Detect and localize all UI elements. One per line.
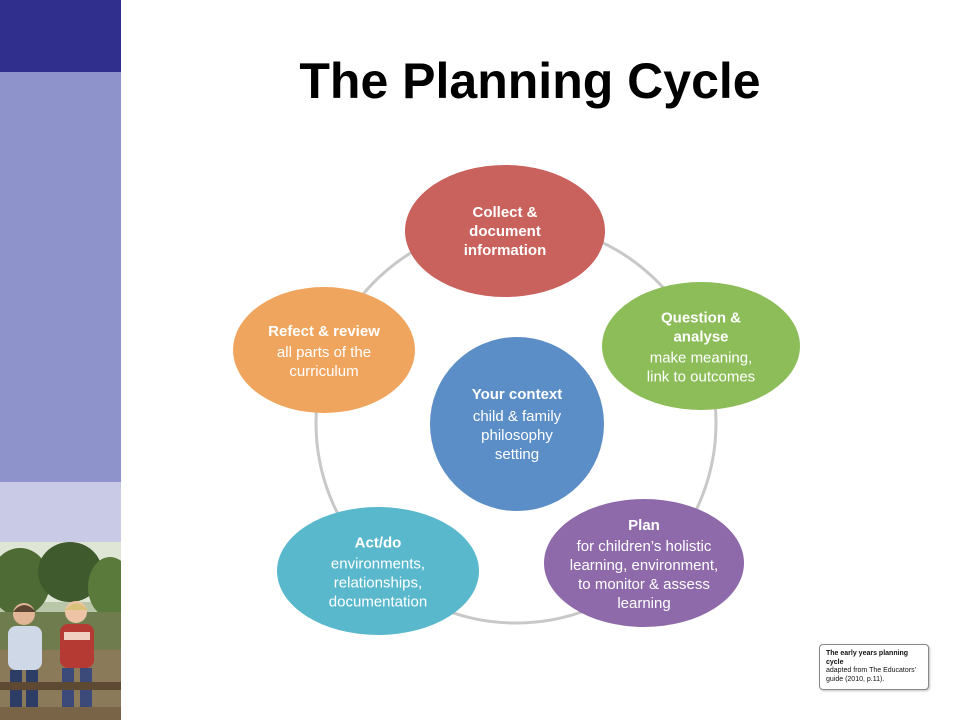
figure-caption: The early years planning cycle adapted f…: [819, 644, 929, 690]
node-heading: document: [469, 223, 541, 240]
node-heading: Refect & review: [268, 323, 380, 340]
center-text: child & family: [473, 408, 562, 425]
sidebar-mid-block: [0, 72, 121, 482]
node-heading: Collect &: [472, 204, 537, 221]
cycle-node-question: Question & analyse make meaning, link to ou…: [602, 282, 800, 410]
node-text: relationships,: [334, 575, 422, 592]
node-text: link to outcomes: [647, 369, 755, 386]
node-ellipse: [405, 165, 605, 297]
center-text: philosophy: [481, 427, 553, 444]
slide-title: The Planning Cycle: [299, 53, 761, 109]
center-text: setting: [495, 446, 539, 463]
children-photo: [0, 542, 121, 720]
node-heading: information: [464, 242, 547, 259]
node-text: all parts of the: [277, 344, 371, 361]
node-text: documentation: [329, 594, 427, 611]
node-text: to monitor & assess: [578, 576, 710, 593]
sidebar-light-block: [0, 482, 121, 542]
node-text: environments,: [331, 556, 425, 573]
node-heading: Act/do: [355, 535, 402, 552]
caption-title: The early years planning cycle: [826, 650, 909, 666]
node-heading: Plan: [628, 517, 660, 534]
node-ellipse: [544, 499, 744, 627]
node-ellipse: [602, 282, 800, 410]
node-text: for children’s holistic: [577, 538, 712, 555]
cycle-center-context: Your context child & family philosophy sett…: [430, 337, 604, 511]
node-text: curriculum: [289, 363, 358, 380]
center-circle: [430, 337, 604, 511]
cycle-node-collect: Collect & document information: [405, 165, 605, 297]
node-ellipse: [277, 507, 479, 635]
cycle-node-plan: Plan for children’s holistic learning, env…: [544, 499, 744, 627]
node-heading: Question &: [661, 310, 741, 327]
sidebar-decoration: [0, 0, 121, 720]
cycle-node-act: Act/do environments, relationships, documen…: [277, 507, 479, 635]
caption-line: adapted from The Educators’: [826, 667, 917, 674]
node-ellipse: [233, 287, 415, 413]
node-text: learning, environment,: [570, 557, 718, 574]
sidebar-dark-block: [0, 0, 121, 72]
node-text: learning: [617, 595, 670, 612]
cycle-node-reflect: Refect & review all parts of the curriculu…: [233, 287, 415, 413]
node-heading: analyse: [673, 329, 728, 346]
center-heading: Your context: [472, 386, 563, 403]
node-text: make meaning,: [650, 350, 753, 367]
caption-line: guide (2010, p.11).: [826, 675, 885, 683]
